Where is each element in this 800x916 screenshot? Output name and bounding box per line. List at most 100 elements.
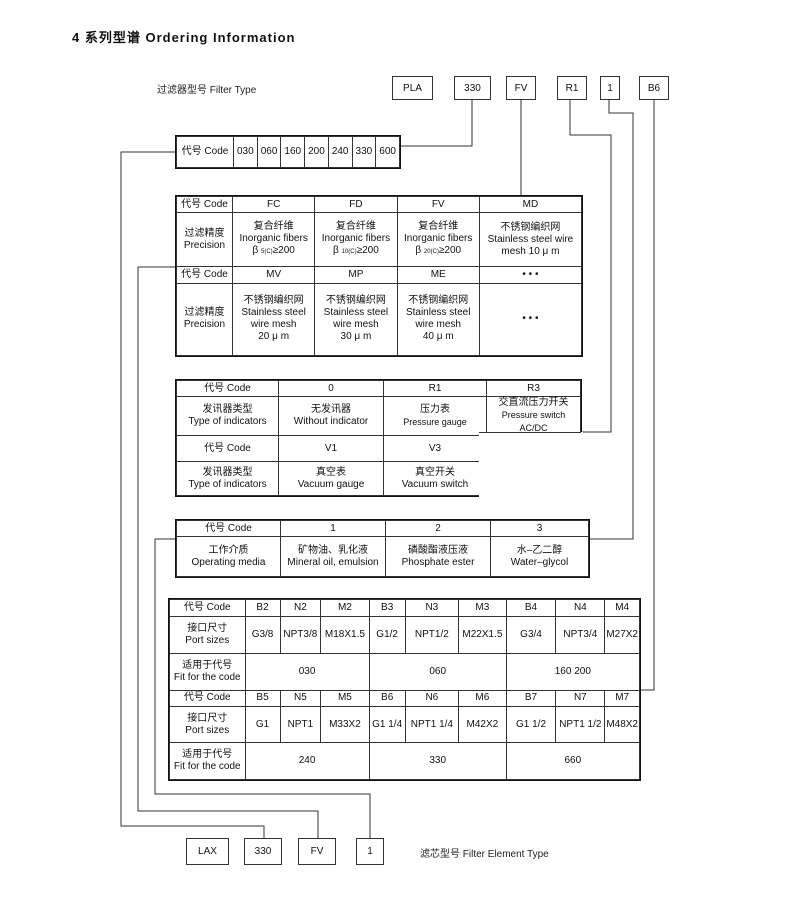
- element-type-label: 滤芯型号 Filter Element Type: [420, 849, 549, 860]
- precision-code: FV: [396, 195, 480, 214]
- port-code: B2: [244, 598, 281, 618]
- fit-cell: 330: [368, 742, 507, 780]
- fit-cell: 660: [505, 742, 641, 780]
- port-size: NPT1 1/2: [555, 705, 606, 744]
- port-code: M5: [320, 689, 370, 707]
- port-code: M4: [604, 598, 640, 618]
- port-code: N3: [404, 598, 460, 618]
- element-box-fv: FV: [298, 838, 336, 865]
- element-box-lax: LAX: [186, 838, 229, 865]
- port-size: M48X2: [604, 705, 640, 744]
- indicator-mask: [479, 432, 583, 498]
- port-size: NPT3/4: [555, 616, 606, 654]
- precision-code: FD: [314, 195, 398, 214]
- size-cell: 160: [280, 136, 306, 168]
- port-code: B4: [505, 598, 557, 618]
- port-code-label: 代号 Code: [169, 689, 246, 707]
- size-cell: 060: [256, 136, 282, 168]
- port-size: G1: [244, 705, 281, 744]
- port-code: B6: [368, 689, 406, 707]
- port-code: B5: [244, 689, 281, 707]
- fit-cell: 160 200: [505, 652, 641, 691]
- port-size: G1 1/2: [505, 705, 557, 744]
- media-code-label: 代号 Code: [176, 520, 281, 537]
- port-code: N6: [404, 689, 460, 707]
- element-box-330: 330: [244, 838, 282, 865]
- precision-cell: • • •: [478, 282, 583, 357]
- port-code: M2: [320, 598, 370, 618]
- port-size: M22X1.5: [458, 616, 507, 654]
- precision-code: MV: [231, 266, 316, 284]
- precision-code: MD: [478, 195, 583, 214]
- fit-cell: 060: [368, 652, 507, 691]
- port-size: G1/2: [368, 616, 406, 654]
- port-code: M6: [458, 689, 507, 707]
- size-table: 代号 Code 030 060 160 200 240 330 600: [175, 135, 401, 169]
- port-size: G3/8: [244, 616, 281, 654]
- precision-code-label: 代号 Code: [176, 195, 233, 214]
- connector-fv: [137, 266, 319, 838]
- port-size: NPT1: [279, 705, 322, 744]
- filter-type-label: 过滤器型号 Filter Type: [157, 85, 257, 96]
- code-box-330: 330: [454, 76, 491, 100]
- fit-cell: 030: [244, 652, 370, 691]
- page-title: 4 系列型谱 Ordering Information: [72, 30, 296, 45]
- indicator-code-label: 代号 Code: [176, 435, 279, 462]
- connector-lax-330: [120, 151, 265, 838]
- port-size: NPT3/8: [279, 616, 322, 654]
- connector-port: [640, 99, 655, 691]
- size-cell: 240: [327, 136, 353, 168]
- indicator-code: R3: [486, 380, 581, 397]
- code-box-b6: B6: [639, 76, 669, 100]
- element-box-1: 1: [356, 838, 384, 865]
- connector-size: [400, 99, 473, 147]
- code-box-pla: PLA: [392, 76, 433, 100]
- port-size: G3/4: [505, 616, 557, 654]
- port-code-label: 代号 Code: [169, 598, 246, 618]
- port-code: N5: [279, 689, 322, 707]
- size-cell: 030: [233, 136, 258, 168]
- size-cell: 200: [304, 136, 329, 168]
- port-size: M27X2: [604, 616, 640, 654]
- connector-1: [154, 538, 371, 838]
- port-code: B7: [505, 689, 557, 707]
- port-size: M18X1.5: [320, 616, 370, 654]
- port-code: M3: [458, 598, 507, 618]
- media-code: 3: [490, 520, 589, 537]
- port-code: N4: [555, 598, 606, 618]
- size-table-header: 代号 Code: [176, 136, 234, 168]
- size-cell: 330: [351, 136, 377, 168]
- indicator-divider: [479, 432, 581, 433]
- code-box-fv: FV: [506, 76, 536, 100]
- precision-label: 过滤精度Precision: [176, 212, 233, 268]
- indicator-code: V1: [278, 435, 384, 462]
- connector-media: [589, 99, 634, 540]
- code-box-1: 1: [600, 76, 620, 100]
- indicator-code-label: 代号 Code: [176, 380, 279, 397]
- port-size: NPT1/2: [404, 616, 460, 654]
- port-size: G1 1/4: [368, 705, 406, 744]
- size-cell: 600: [375, 136, 400, 168]
- code-box-r1: R1: [557, 76, 587, 100]
